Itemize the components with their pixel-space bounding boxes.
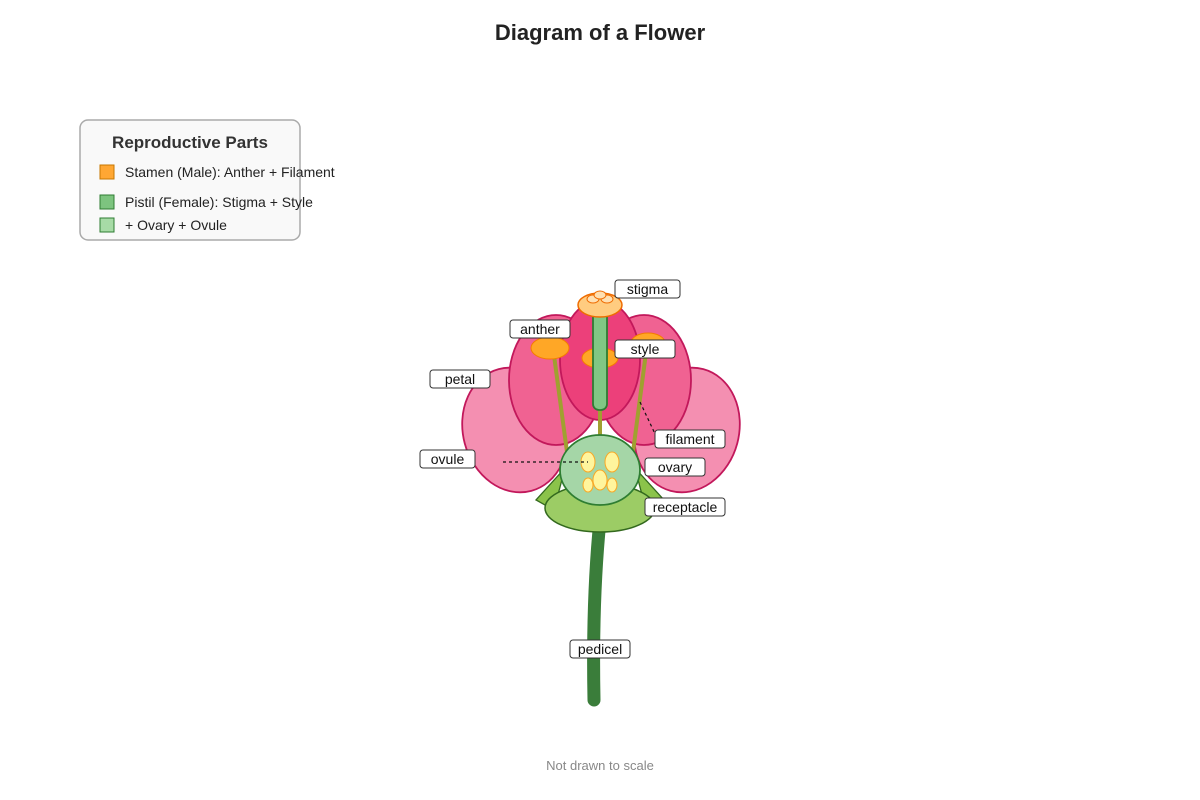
label-text: pedicel <box>578 641 622 657</box>
label-box <box>644 497 726 517</box>
diagram-title: Diagram of a Flower <box>495 20 706 45</box>
label-text: ovule <box>431 451 465 467</box>
label-box <box>419 449 476 469</box>
legend-swatch-stamen <box>99 164 115 180</box>
label-stigma: stigma <box>614 279 681 299</box>
legend-item-ovary: + Ovary + Ovule <box>125 217 227 233</box>
ovule-shape <box>582 477 594 493</box>
label-pedicel: pedicel <box>569 639 631 659</box>
legend-item-pistil: Pistil (Female): Stigma + Style <box>125 194 313 210</box>
style-shape <box>592 309 608 411</box>
label-text: anther <box>520 321 560 337</box>
footnote: Not drawn to scale <box>546 758 654 773</box>
label-petal: petal <box>429 369 491 389</box>
label-style: style <box>614 339 676 359</box>
label-anther: anther <box>509 319 571 339</box>
anther-left <box>530 336 570 360</box>
legend: Reproductive Parts Stamen (Male): Anther… <box>79 119 335 241</box>
label-text: receptacle <box>653 499 718 515</box>
label-text: petal <box>445 371 475 387</box>
label-box <box>614 279 681 299</box>
label-text: stigma <box>627 281 668 297</box>
stigma-lobe <box>593 290 607 300</box>
label-ovule: ovule <box>419 449 476 469</box>
ovule-shape <box>592 469 608 491</box>
label-receptacle: receptacle <box>644 497 726 517</box>
flower <box>461 290 741 707</box>
label-box <box>429 369 491 389</box>
ovule-shape <box>606 477 618 493</box>
label-box <box>644 457 706 477</box>
label-box <box>654 429 726 449</box>
leader-filament <box>639 401 658 439</box>
label-ovary: ovary <box>644 457 706 477</box>
legend-swatch-pistil <box>99 194 115 210</box>
filament-right <box>631 343 649 454</box>
label-box <box>614 339 676 359</box>
legend-swatch-ovary <box>99 217 115 233</box>
legend-box <box>79 119 301 241</box>
ovule-shape <box>604 451 620 473</box>
pedicel-stem <box>587 513 607 707</box>
legend-item-stamen: Stamen (Male): Anther + Filament <box>125 164 335 180</box>
label-filament: filament <box>654 429 726 449</box>
legend-title: Reproductive Parts <box>112 133 268 152</box>
label-text: filament <box>665 431 714 447</box>
label-box <box>569 639 631 659</box>
label-text: style <box>631 341 660 357</box>
label-box <box>509 319 571 339</box>
label-text: ovary <box>658 459 692 475</box>
filament-left <box>551 346 569 454</box>
